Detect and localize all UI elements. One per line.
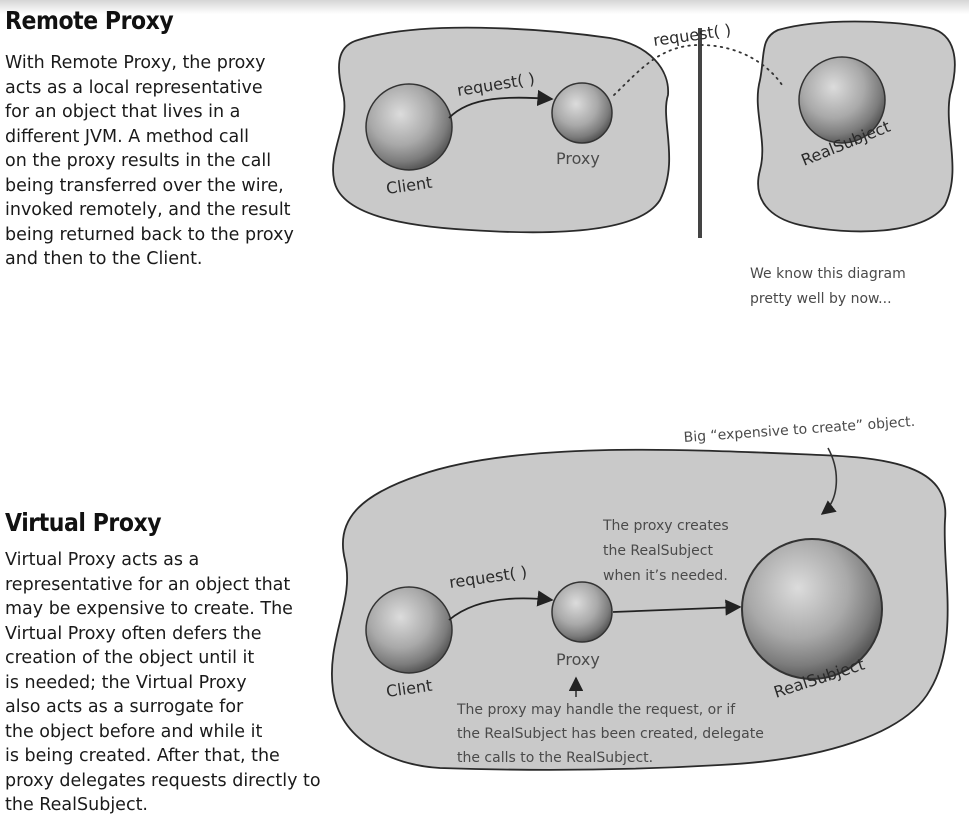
diagram-familiar-note-line: We know this diagram [750, 266, 906, 282]
virtual-proxy-heading: Virtual Proxy [5, 508, 162, 537]
proxy-handle-note-line: the RealSubject has been created, delega… [457, 726, 764, 742]
proxy-creates-note-line: the RealSubject [603, 543, 713, 559]
local-jvm-blob [332, 26, 671, 234]
virtual-proxy-label: Proxy [556, 650, 600, 669]
virtual-client-object [365, 586, 453, 674]
diagram-familiar-note: We know this diagram pretty well by now.… [750, 266, 910, 307]
virtual-proxy-description: Virtual Proxy acts as a representative f… [5, 550, 321, 815]
proxy-creates-note-line: when it’s needed. [603, 568, 728, 584]
virtual-request-arrow [448, 590, 554, 621]
delegate-arrow [612, 599, 742, 616]
remote-client-object [365, 83, 453, 171]
proxy-creates-note: The proxy creates the RealSubject when i… [602, 518, 733, 584]
virtual-real-subject-object [741, 538, 883, 680]
remote-proxy-object [551, 82, 613, 144]
virtual-proxy-object [551, 581, 613, 643]
proxy-handle-note-line: The proxy may handle the request, or if [456, 702, 736, 718]
big-object-pointer-arrow [820, 447, 838, 515]
proxy-handle-note-line: the calls to the RealSubject. [457, 750, 653, 766]
proxy-handle-note: The proxy may handle the request, or if … [456, 702, 768, 766]
remote-proxy-label: Proxy [556, 149, 600, 168]
remote-proxy-description: With Remote Proxy, the proxy acts as a l… [5, 53, 294, 269]
remote-request-arrow [448, 89, 554, 119]
remote-wire-request-label: request( ) [652, 20, 732, 50]
virtual-proxy-blob [331, 448, 949, 771]
proxy-creates-note-line: The proxy creates [602, 518, 729, 534]
top-shadow-bar [0, 0, 969, 14]
remote-real-subject-object [798, 56, 886, 144]
remote-wire-path [613, 44, 785, 96]
remote-proxy-heading: Remote Proxy [5, 6, 174, 35]
diagram-familiar-note-line: pretty well by now... [750, 291, 892, 307]
big-object-note: Big “expensive to create” object. [683, 414, 915, 446]
